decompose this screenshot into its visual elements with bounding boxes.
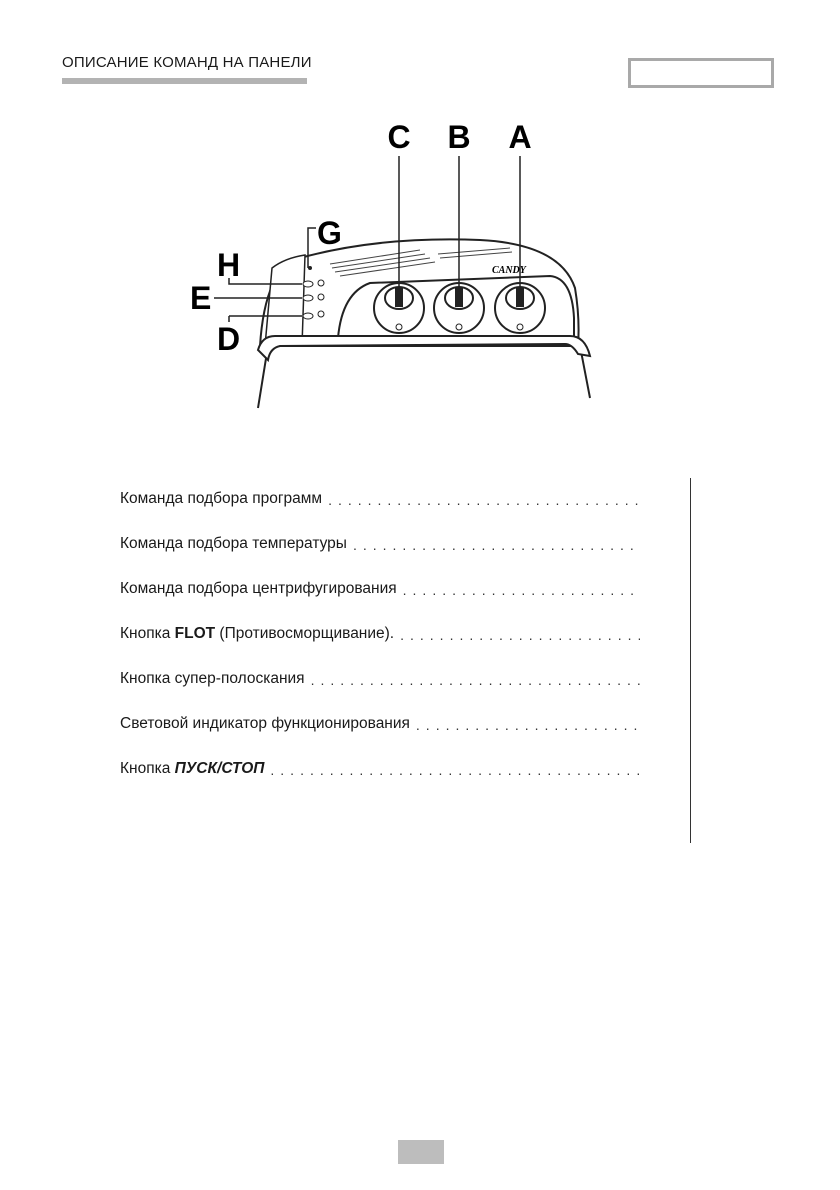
leader-dots: ........................................… [415,717,640,733]
legend-item: Команда подбора программ ...............… [120,490,640,535]
machine-outline [257,345,591,409]
temperature-knob[interactable] [373,282,425,334]
column-divider [690,478,691,843]
program-knob-a[interactable] [494,282,546,334]
legend-item: Кнопка ПУСК/СТОП .......................… [120,760,640,805]
leader-dots: ........................................… [402,582,640,598]
leader-dots: ........................................… [310,672,640,688]
header-corner-box [628,58,774,88]
leader-dots: ........................................… [352,537,640,553]
brand-logo: CANDY [492,265,527,276]
panel-hatched-area [329,247,513,277]
panel-front-trim [256,335,592,363]
callout-lines [214,156,521,322]
label-d: D [217,321,240,357]
leader-dots: ........................................… [328,492,640,508]
title-underline [62,78,307,84]
legend-item: Кнопка FLOT (Противосморщивание). ......… [120,625,640,670]
legend-item: Команда подбора центрифугирования ......… [120,580,640,598]
label-c: C [387,119,410,155]
page-title: ОПИСАНИЕ КОМАНД НА ПАНЕЛИ [62,54,312,71]
program-knob-b[interactable] [433,282,485,334]
label-a: A [508,119,531,155]
leader-dots: ........................................… [400,627,640,643]
control-panel-diagram: C B A G H E D CANDY [190,119,592,409]
legend-item: Команда подбора температуры ............… [120,535,640,553]
legend-item: Кнопка супер-полоскания ................… [120,670,640,715]
label-g: G [317,215,342,251]
panel-buttons[interactable] [302,266,325,320]
page-number-tab [398,1140,444,1164]
leader-dots: ........................................… [270,762,640,778]
label-b: B [447,119,470,155]
controls-legend: Команда подбора программ ...............… [120,490,640,805]
label-h: H [217,247,240,283]
panel-left-section [264,254,306,347]
label-e: E [190,280,211,316]
legend-item: Световой индикатор функционирования ....… [120,715,640,733]
